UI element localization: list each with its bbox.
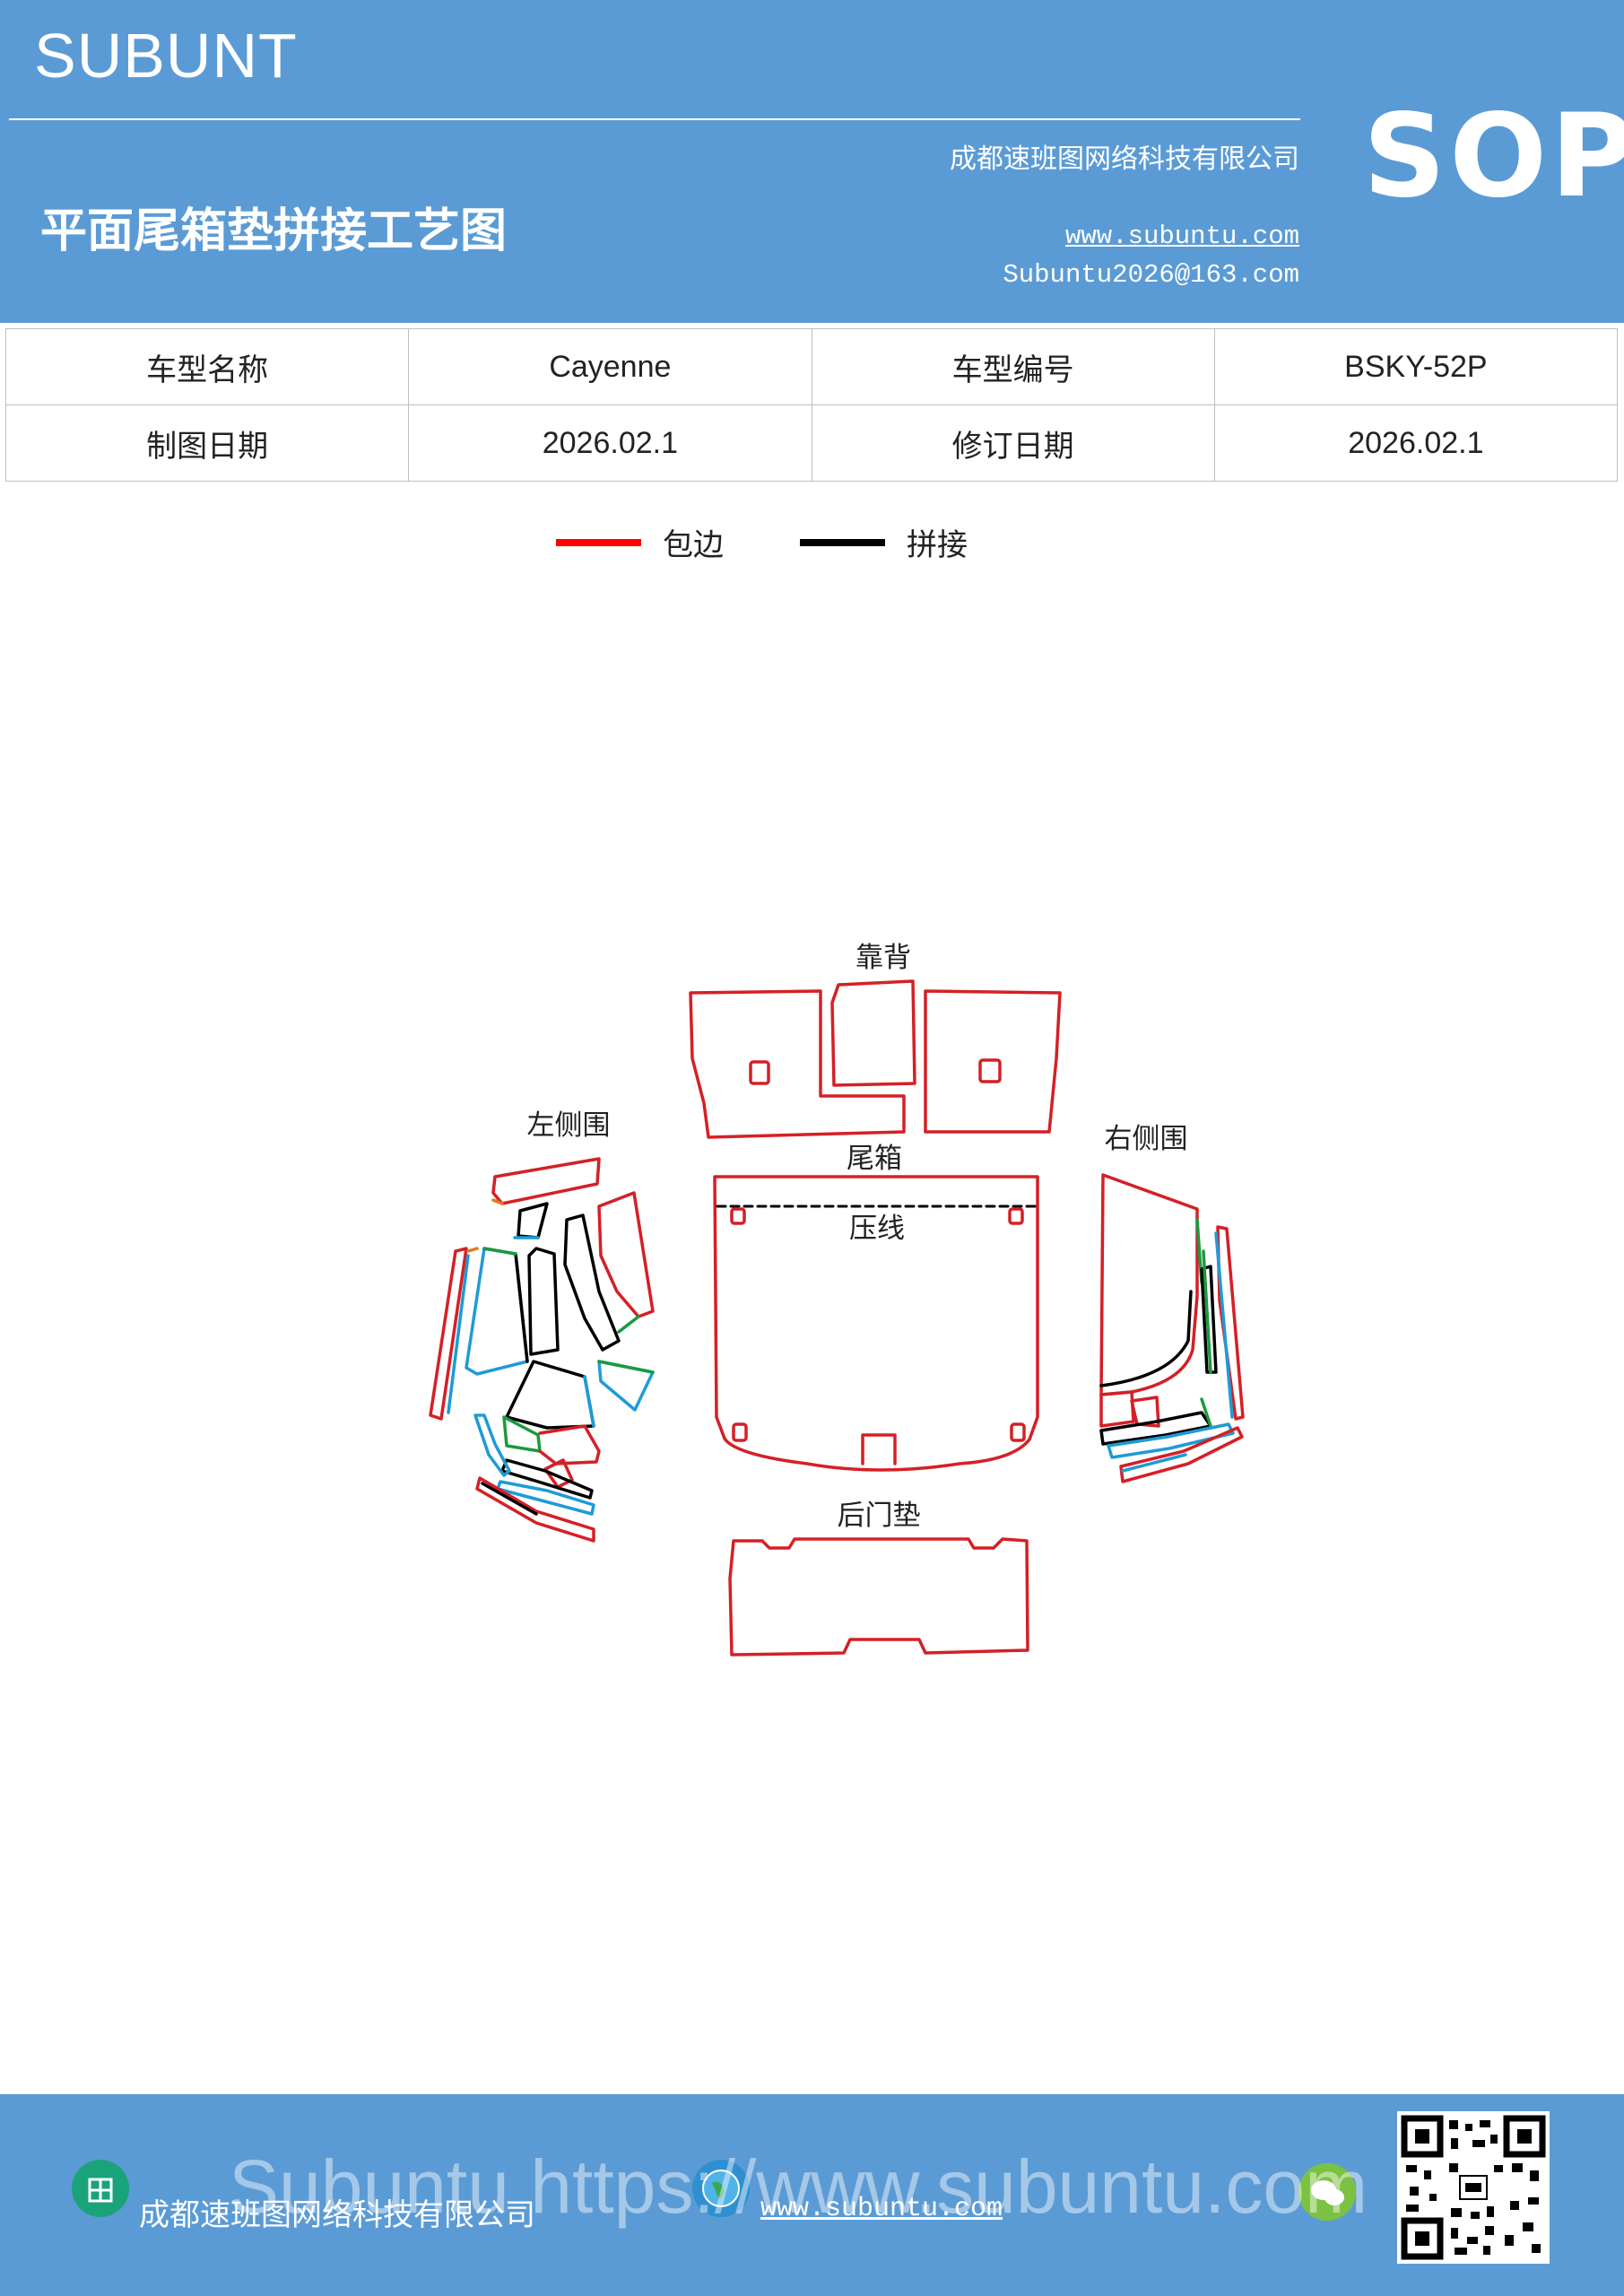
vehicle-info-table: 车型名称 Cayenne 车型编号 BSKY-52P 制图日期 2026.02.… — [4, 328, 1619, 482]
right-lower-blue — [1107, 1422, 1235, 1459]
legend-item-seam: 拼接 — [800, 520, 968, 564]
legend-swatch-red — [556, 538, 641, 546]
left-right-panel-green — [617, 1315, 640, 1334]
left-outer-strip-accent — [447, 1254, 470, 1414]
qr-code — [1397, 2111, 1550, 2264]
right-inner-strip-green — [1202, 1249, 1212, 1374]
left-bottom-strip — [475, 1476, 595, 1543]
brand-name: SUBUNT — [34, 21, 298, 91]
left-bottom-blue — [473, 1413, 511, 1477]
backrest-left-panel — [689, 989, 906, 1139]
trunk-hole — [730, 1207, 746, 1225]
left-right-panel — [597, 1191, 655, 1318]
left-bottom-c — [543, 1458, 574, 1489]
trunk-hole — [1010, 1422, 1026, 1442]
label-backrest: 靠背 — [855, 942, 911, 974]
tailgate-mat — [728, 1537, 1029, 1657]
tailgate-group — [728, 1537, 1029, 1657]
left-center-tall — [563, 1213, 621, 1352]
globe-icon — [692, 2160, 750, 2217]
website-link[interactable]: www.subuntu.com — [1064, 222, 1299, 251]
trunk-hole — [732, 1422, 748, 1442]
backrest-right-hole — [978, 1058, 1002, 1083]
label-right-side: 右侧围 — [1105, 1123, 1188, 1155]
email-text: Subuntu2026@163.com — [1003, 260, 1299, 290]
building-icon — [72, 2160, 129, 2217]
left-top-strip — [491, 1157, 601, 1205]
backrest-center-panel — [830, 979, 916, 1087]
label-cell: 车型名称 — [4, 328, 410, 405]
right-inner-strip — [1200, 1265, 1218, 1374]
label-cell: 修订日期 — [811, 404, 1215, 482]
label-cell: 车型编号 — [811, 328, 1215, 405]
right-outer-strip-blue — [1214, 1231, 1234, 1419]
left-mid-panel-seam — [514, 1252, 529, 1363]
right-lower-red-b — [1130, 1396, 1160, 1428]
left-side-group — [429, 1157, 655, 1543]
header-banner: SUBUNT 平面尾箱垫拼接工艺图 成都速班图网络科技有限公司 www.subu… — [0, 0, 1624, 323]
trunk-notch — [861, 1433, 897, 1465]
left-mid-panel-green — [482, 1247, 517, 1256]
table-row: 制图日期 2026.02.1 修订日期 2026.02.1 — [4, 404, 1619, 482]
right-bottom-strip-blue — [1121, 1453, 1187, 1473]
left-small-panel — [517, 1202, 549, 1239]
value-cell: 2026.02.1 — [408, 404, 812, 482]
header-divider — [9, 118, 1300, 120]
trunk-hole — [1008, 1207, 1024, 1225]
right-lower-red-a — [1099, 1390, 1135, 1428]
legend-swatch-black — [800, 538, 885, 546]
right-main-panel-seam — [1099, 1290, 1193, 1387]
left-lower-right — [597, 1360, 655, 1412]
sop-badge: SOP — [1363, 90, 1624, 223]
wechat-icon — [1298, 2163, 1356, 2221]
label-tailgate: 后门垫 — [838, 1500, 921, 1532]
right-side-group — [1099, 1173, 1245, 1483]
left-outer-strip-accent2 — [466, 1247, 479, 1253]
footer-website-link[interactable]: www.subuntu.com — [760, 2194, 1003, 2224]
value-cell: Cayenne — [408, 328, 812, 405]
company-name: 成都速班图网络科技有限公司 — [950, 144, 1299, 175]
left-bottom-strip-black — [481, 1482, 538, 1516]
right-bottom-strip — [1119, 1426, 1244, 1483]
label-cell: 制图日期 — [4, 404, 410, 482]
value-cell: 2026.02.1 — [1213, 404, 1619, 482]
label-crease: 压线 — [849, 1213, 905, 1245]
right-main-panel — [1099, 1173, 1199, 1396]
backrest-left-hole — [749, 1060, 770, 1085]
legend-label: 拼接 — [907, 527, 968, 563]
trunk-group — [713, 1175, 1039, 1472]
legend-item-edge: 包边 — [556, 520, 724, 564]
backrest-group — [689, 979, 1062, 1139]
backrest-right-panel — [924, 989, 1062, 1134]
legend-label: 包边 — [663, 527, 724, 563]
left-lower-panel-blue — [583, 1375, 595, 1428]
page-title: 平面尾箱垫拼接工艺图 — [40, 204, 508, 258]
watermark-text: Subuntu https://www.subuntu.com — [229, 2144, 1368, 2229]
label-left-side: 左侧围 — [527, 1109, 611, 1142]
right-lower-green — [1200, 1397, 1212, 1428]
legend: 包边 拼接 — [0, 520, 1624, 574]
left-outer-strip — [429, 1247, 468, 1421]
footer-company: 成都速班图网络科技有限公司 — [139, 2197, 535, 2233]
left-top-strip-accent — [491, 1198, 504, 1205]
trunk-mat — [713, 1175, 1039, 1472]
value-cell: BSKY-52P — [1213, 328, 1619, 405]
left-lower-panel — [505, 1360, 595, 1430]
table-row: 车型名称 Cayenne 车型编号 BSKY-52P — [4, 328, 1619, 405]
left-bottom-b — [538, 1424, 601, 1465]
left-lower-right-green — [597, 1360, 655, 1374]
label-trunk: 尾箱 — [847, 1143, 902, 1175]
left-center-panel — [527, 1247, 560, 1356]
